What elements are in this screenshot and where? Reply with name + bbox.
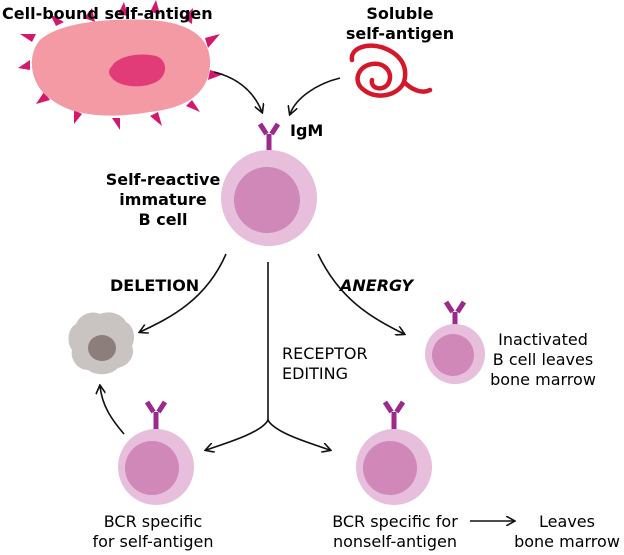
label-cell-bound-antigen: Cell-bound self-antigen [2, 4, 213, 23]
inactivated-b-cell [425, 302, 485, 384]
label-bcr-self: BCR specific for self-antigen [72, 512, 234, 552]
label-igm: IgM [290, 121, 324, 140]
label-receptor-editing: RECEPTOR EDITING [282, 344, 368, 384]
label-self-reactive-line2: immature [119, 190, 207, 209]
label-receptor-line2: EDITING [282, 364, 349, 383]
label-receptor-line1: RECEPTOR [282, 344, 368, 363]
label-inactivated: Inactivated B cell leaves bone marrow [480, 330, 606, 390]
cell-bound-antigen-cell [18, 0, 224, 130]
label-self-reactive-b-cell: Self-reactive immature B cell [104, 170, 222, 230]
soluble-antigen [349, 43, 433, 98]
label-anergy: ANERGY [340, 276, 414, 295]
deleted-cell [68, 312, 134, 375]
arrow-self-to-deletion [100, 386, 125, 435]
arrow-editing-to-nonself [267, 419, 330, 450]
label-bcr-self-line2: for self-antigen [92, 532, 214, 551]
bcr-nonself-receptor-icon [385, 402, 403, 430]
label-inactivated-line1: Inactivated [498, 330, 588, 349]
label-soluble-antigen: Soluble self-antigen [340, 4, 460, 44]
antigen-spikes [18, 0, 224, 130]
label-soluble-line1: Soluble [366, 4, 434, 23]
label-soluble-line2: self-antigen [345, 24, 455, 43]
arrow-cell-antigen-to-igm [213, 71, 262, 112]
label-leaves-line2: bone marrow [514, 532, 620, 551]
label-bcr-nonself: BCR specific for nonself-antigen [318, 512, 472, 552]
label-deletion: DELETION [110, 276, 200, 295]
label-self-reactive-line1: Self-reactive [105, 170, 221, 189]
label-bcr-nonself-line2: nonself-antigen [332, 532, 458, 551]
igm-receptor-icon [260, 124, 278, 152]
immature-b-cell [221, 124, 317, 246]
arrow-soluble-antigen-to-igm [290, 77, 341, 114]
bcr-self-cell [118, 402, 194, 505]
antigen-cell-nucleus [109, 54, 165, 87]
label-leaves-bone-marrow: Leaves bone marrow [512, 512, 622, 552]
arrow-anergy [317, 253, 404, 334]
label-inactivated-line2: B cell leaves [492, 350, 594, 369]
arrow-editing-to-self [206, 419, 269, 450]
bcr-nonself-cell [356, 402, 432, 505]
arrow-deletion [140, 253, 227, 332]
bcr-self-receptor-icon [147, 402, 165, 430]
label-inactivated-line3: bone marrow [490, 370, 596, 389]
label-bcr-nonself-line1: BCR specific for [332, 512, 458, 531]
label-bcr-self-line1: BCR specific [103, 512, 203, 531]
label-self-reactive-line3: B cell [138, 210, 188, 229]
label-leaves-line1: Leaves [539, 512, 595, 531]
